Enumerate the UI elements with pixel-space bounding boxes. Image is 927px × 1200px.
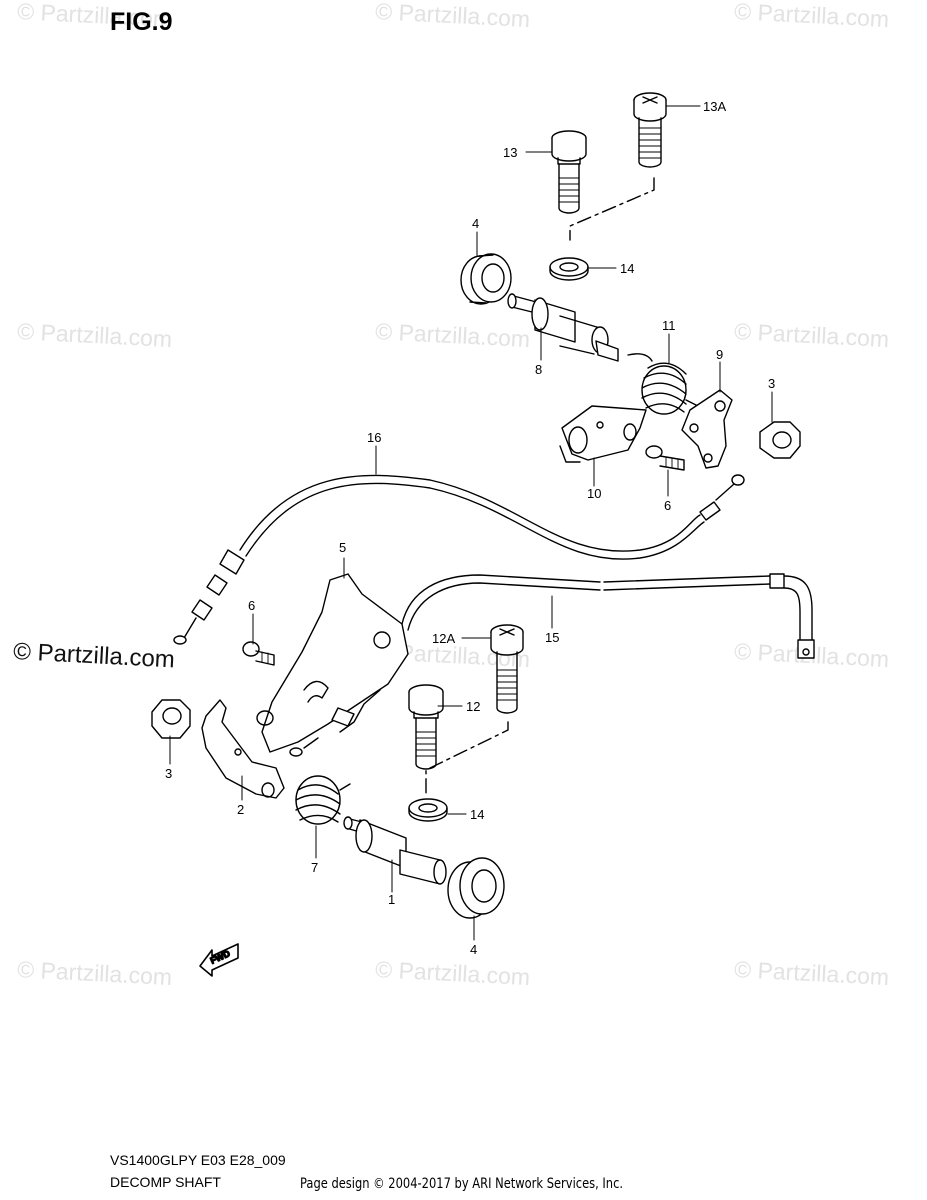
callout-8: 8 [535, 362, 542, 377]
cable-16 [173, 474, 745, 645]
cable-15 [289, 573, 815, 757]
bolt-13 [551, 130, 587, 214]
washer-14-lower [408, 798, 448, 822]
page-credit: Page design © 2004-2017 by ARI Network S… [300, 1176, 624, 1192]
decomp-shaft-8 [507, 293, 619, 362]
callout-13: 13 [503, 145, 517, 160]
bolt-12A [490, 624, 524, 714]
callout-14: 14 [470, 807, 484, 822]
leader-lines [169, 105, 773, 941]
bracket-5 [256, 573, 409, 753]
oil-seal-4-top [460, 253, 512, 305]
callout-6: 6 [664, 498, 671, 513]
model-code: VS1400GLPY E03 E28_009 [110, 1152, 286, 1168]
callout-6: 6 [248, 598, 255, 613]
plate-9 [681, 389, 733, 469]
lever-10 [559, 405, 647, 463]
callout-15: 15 [545, 630, 559, 645]
callout-2: 2 [237, 802, 244, 817]
section-title: DECOMP SHAFT [110, 1174, 221, 1190]
callout-5: 5 [339, 540, 346, 555]
fwd-arrow-icon: FWD [199, 943, 239, 977]
decomp-shaft-1 [343, 816, 447, 885]
lever-2 [201, 699, 285, 799]
bolt-12 [408, 684, 444, 770]
spring-7 [295, 775, 351, 825]
callout-4: 4 [472, 216, 479, 231]
callout-11: 11 [662, 318, 676, 333]
oil-seal-4-lower [447, 857, 505, 919]
callout-3: 3 [165, 766, 172, 781]
callout-9: 9 [716, 347, 723, 362]
callout-13A: 13A [703, 99, 726, 114]
callout-10: 10 [587, 486, 601, 501]
screw-6-top [645, 445, 685, 471]
figure-title: FIG.9 [110, 8, 173, 36]
callout-1: 1 [388, 892, 395, 907]
bolt-13A [633, 92, 667, 168]
callout-7: 7 [311, 860, 318, 875]
callout-16: 16 [367, 430, 381, 445]
spring-11 [627, 353, 707, 415]
callout-4: 4 [470, 942, 477, 957]
callout-14: 14 [620, 261, 634, 276]
callout-12A: 12A [432, 631, 455, 646]
washer-14-top [549, 257, 589, 281]
screw-6-lower [242, 641, 275, 666]
callout-labels: 13A 13 4 14 11 9 8 3 16 10 6 5 6 15 12A … [165, 99, 775, 957]
nut-3-top [759, 421, 801, 459]
nut-3-lower [151, 699, 191, 739]
callout-12: 12 [466, 699, 480, 714]
callout-3: 3 [768, 376, 775, 391]
